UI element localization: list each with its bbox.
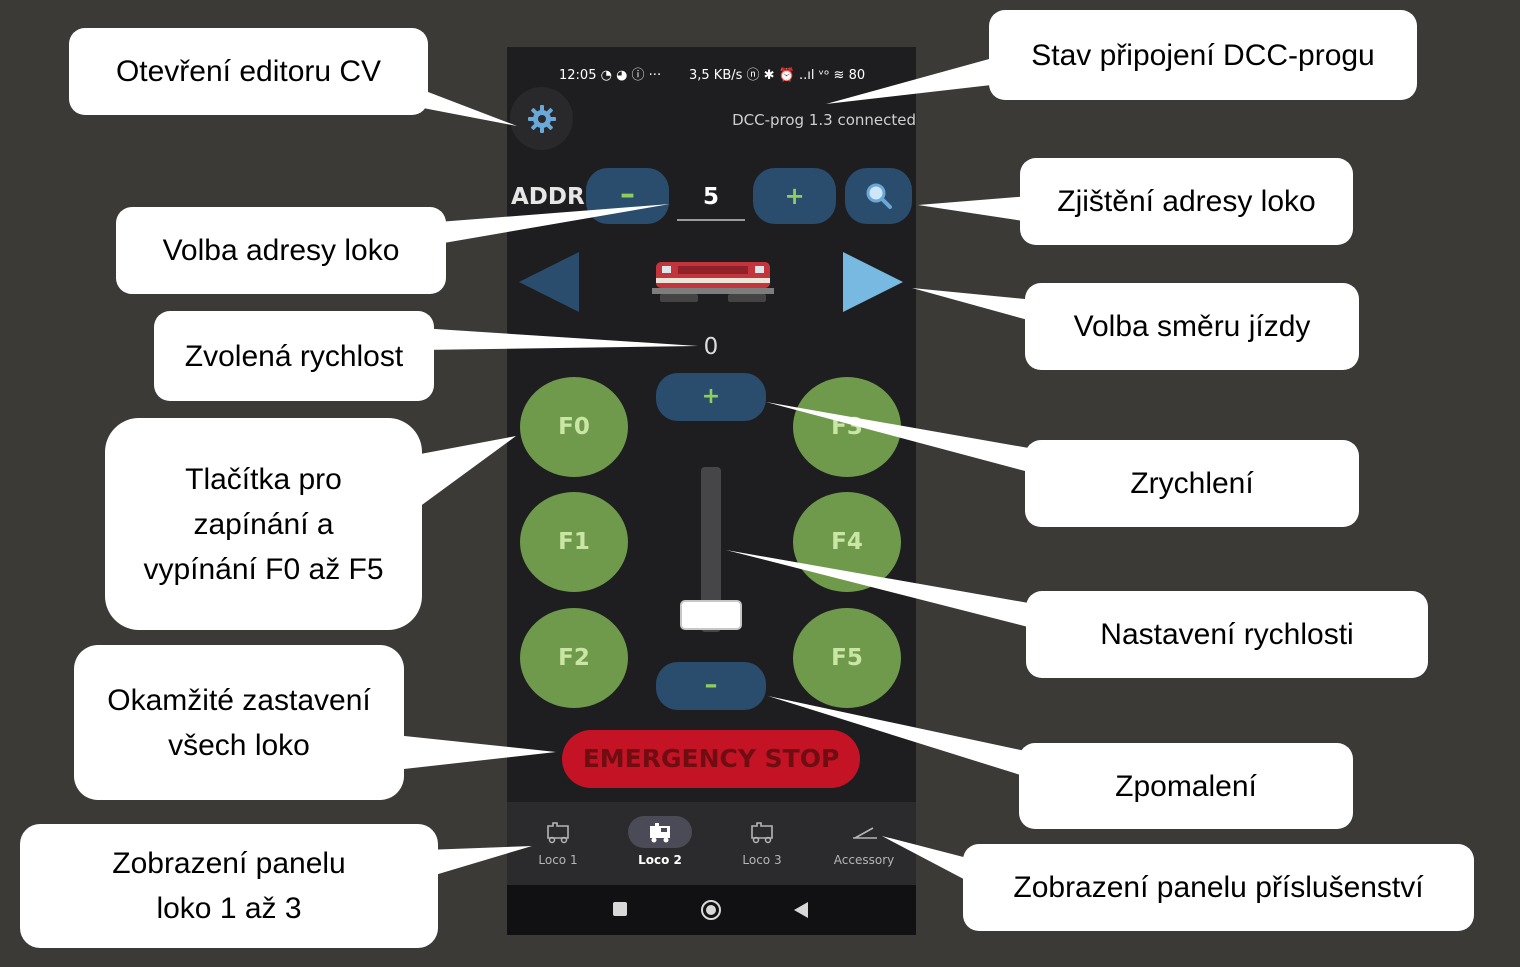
callout-text: loko 1 až 3 xyxy=(156,892,302,925)
decelerate-button[interactable]: – xyxy=(656,662,766,710)
pointer-dcc-status xyxy=(826,56,1000,104)
callout-text: zapínání a xyxy=(193,507,334,541)
nav-label: Loco 2 xyxy=(638,853,682,867)
status-indicators: 3,5 KB/s ⓝ ✱ ⏰ ..ıl ᵛᵒ ≋ 80 xyxy=(689,68,866,83)
callout-cv-editor: Otevření editoru CV xyxy=(69,28,428,115)
back-triangle-icon[interactable] xyxy=(793,901,809,919)
nav-item-loco-3[interactable]: Loco 3 xyxy=(711,802,813,885)
callout-text: Okamžité zastavení xyxy=(107,683,371,717)
callout-text: Zobrazení panelu xyxy=(112,847,346,880)
callout-text: Volba adresy loko xyxy=(162,234,400,267)
callout-loco-panel: Zobrazení panelu loko 1 až 3 xyxy=(20,824,438,948)
callout-dcc-status: Stav připojení DCC-progu xyxy=(989,10,1417,100)
square-icon[interactable] xyxy=(612,901,628,917)
circle-icon[interactable] xyxy=(700,899,722,921)
callout-text: Otevření editoru CV xyxy=(115,55,382,88)
callout-text: Zvolená rychlost xyxy=(184,339,404,373)
train-icon xyxy=(650,823,670,843)
phone-screen: 12:05 ◔ ◕ ⓘ ··· 3,5 KB/s ⓝ ✱ ⏰ ..ıl ᵛᵒ ≋… xyxy=(507,47,916,935)
nav-item-accessory[interactable]: Accessory xyxy=(813,802,915,885)
bottom-navigation: Loco 1 Loco 2 Loco 3 Accessory xyxy=(507,802,916,885)
accelerate-button[interactable]: + xyxy=(656,373,766,421)
status-bar: 12:05 ◔ ◕ ⓘ ··· 3,5 KB/s ⓝ ✱ ⏰ ..ıl ᵛᵒ ≋… xyxy=(507,47,916,91)
speed-value: 0 xyxy=(703,334,719,360)
pointer-loco-panel xyxy=(425,846,532,878)
callout-text: všech loko xyxy=(168,728,310,762)
callout-accelerate: Zrychlení xyxy=(1025,440,1359,527)
connection-status: DCC-prog 1.3 connected xyxy=(732,111,916,129)
pointer-stop xyxy=(395,735,556,770)
callout-text: Zpomalení xyxy=(1115,769,1257,803)
speed-slider-thumb[interactable] xyxy=(680,600,742,630)
nav-item-loco-1[interactable]: Loco 1 xyxy=(507,802,609,885)
emergency-stop-button[interactable]: EMERGENCY STOP xyxy=(562,730,860,788)
callout-accessory-panel: Zobrazení panelu příslušenství xyxy=(963,844,1474,931)
system-navigation xyxy=(507,885,916,935)
callout-chosen-speed: Zvolená rychlost xyxy=(154,311,434,401)
nav-label: Loco 1 xyxy=(538,853,578,867)
speed-slider-track[interactable] xyxy=(701,467,721,632)
pointer-functions xyxy=(415,436,516,510)
pointer-chosen-speed xyxy=(420,328,698,350)
search-icon xyxy=(866,183,892,209)
direction-reverse-button[interactable] xyxy=(517,250,581,314)
callout-addr-select: Volba adresy loko xyxy=(116,207,446,294)
callout-addr-detect: Zjištění adresy loko xyxy=(1020,158,1353,245)
locomotive-image xyxy=(652,262,774,302)
function-f5-button[interactable]: F5 xyxy=(793,608,901,708)
turnout-icon xyxy=(853,827,877,839)
pointer-speed-setting xyxy=(726,550,1040,630)
callout-text: Volba směru jízdy xyxy=(1073,310,1311,343)
train-icon xyxy=(751,822,773,844)
pointer-direction xyxy=(912,288,1035,322)
callout-text: Zjištění adresy loko xyxy=(1057,185,1316,218)
function-f0-button[interactable]: F0 xyxy=(520,377,628,477)
pointer-addr-detect xyxy=(918,196,1030,222)
address-input[interactable]: 5 xyxy=(677,179,745,221)
callout-text: vypínání F0 až F5 xyxy=(143,552,384,586)
function-f1-button[interactable]: F1 xyxy=(520,492,628,592)
callout-text: Nastavení rychlosti xyxy=(1100,618,1354,651)
address-increment-button[interactable]: + xyxy=(753,168,836,224)
callout-text: Zrychlení xyxy=(1130,467,1254,500)
pointer-accessory-panel xyxy=(882,836,975,885)
direction-forward-button[interactable] xyxy=(841,250,905,314)
triangle-right-icon xyxy=(843,252,903,312)
address-label: ADDR xyxy=(511,184,585,210)
address-detect-button[interactable] xyxy=(845,168,912,224)
status-time: 12:05 ◔ ◕ ⓘ ··· xyxy=(559,68,662,83)
train-icon xyxy=(547,822,569,844)
callout-text: Tlačítka pro xyxy=(185,462,342,496)
nav-label: Loco 3 xyxy=(742,853,782,867)
nav-item-loco-2[interactable]: Loco 2 xyxy=(609,802,711,885)
callout-direction: Volba směru jízdy xyxy=(1025,283,1359,370)
triangle-left-icon xyxy=(519,252,579,312)
callout-text: Stav připojení DCC-progu xyxy=(1031,38,1375,72)
callout-text: Zobrazení panelu příslušenství xyxy=(1013,871,1424,904)
callout-functions: Tlačítka pro zapínání a vypínání F0 až F… xyxy=(105,418,422,630)
pointer-addr-select xyxy=(438,204,670,244)
pointer-cv-editor xyxy=(402,82,517,126)
callout-decelerate: Zpomalení xyxy=(1019,743,1353,829)
pointer-accelerate xyxy=(766,402,1040,475)
settings-button[interactable] xyxy=(510,87,573,150)
gear-icon xyxy=(528,105,556,133)
callout-speed-setting: Nastavení rychlosti xyxy=(1026,591,1428,678)
nav-label: Accessory xyxy=(833,853,895,867)
function-f2-button[interactable]: F2 xyxy=(520,608,628,708)
callout-stop: Okamžité zastavení všech loko xyxy=(74,645,404,800)
pointer-decelerate xyxy=(768,696,1030,778)
